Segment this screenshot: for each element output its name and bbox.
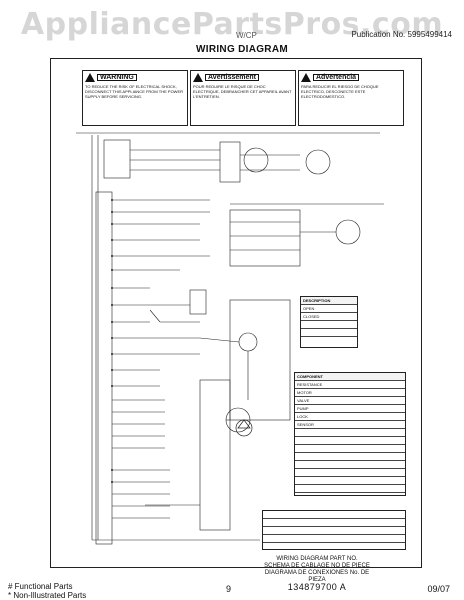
warning-icon <box>85 73 95 82</box>
warning-text: TO REDUCE THE RISK OF ELECTRICAL SHOCK, … <box>85 84 184 99</box>
footer-date: 09/07 <box>427 584 450 594</box>
warning-text: POUR REDUIRE LE RISQUE DE CHOC ELECTRIQU… <box>193 84 292 99</box>
warning-icon <box>193 73 203 82</box>
table-cell: LOCK <box>295 413 405 421</box>
part-no-label-es: DIAGRAMA DE CONEXIONES No. DE PIEZA <box>264 570 370 583</box>
resistance-table: COMPONENT RESISTANCE MOTOR VALVE PUMP LO… <box>294 372 406 496</box>
footer-note-functional: # Functional Parts <box>8 582 73 591</box>
part-number: 134879700 A <box>287 582 347 592</box>
warning-box-es: Advertencia PARA REDUCIR EL RIESGO DE CH… <box>298 70 404 126</box>
switch-legend-table: DESCRIPTION OPEN CLOSED <box>300 296 358 348</box>
part-no-label-en: WIRING DIAGRAM PART NO. <box>276 556 358 562</box>
warning-text: PARA REDUCIR EL RIESGO DE CHOQUE ELECTRI… <box>301 84 379 99</box>
part-no-label-fr: SCHEMA DE CABLAGE NO DE PIECE <box>264 563 370 569</box>
warning-icon <box>301 73 311 82</box>
wiring-diagram-part-number: WIRING DIAGRAM PART NO. SCHEMA DE CABLAG… <box>262 556 372 592</box>
table-cell: RESISTANCE <box>295 381 405 389</box>
diagram-frame <box>50 58 422 568</box>
warning-box-en: WARNING TO REDUCE THE RISK OF ELECTRICAL… <box>82 70 188 126</box>
symbol-legend <box>262 510 406 550</box>
watermark: AppliancePartsPros.com <box>20 6 444 42</box>
warning-box-fr: Avertissement POUR REDUIRE LE RISQUE DE … <box>190 70 296 126</box>
table-cell: MOTOR <box>295 389 405 397</box>
table-cell: CLOSED <box>301 313 357 321</box>
table-header: COMPONENT <box>295 373 405 381</box>
warning-label: WARNING <box>97 74 137 81</box>
table-header: DESCRIPTION <box>301 297 357 305</box>
publication-number: Publication No. 5995499414 <box>351 30 452 39</box>
table-cell: PUMP <box>295 405 405 413</box>
table-cell: VALVE <box>295 397 405 405</box>
model-code: W/CP <box>236 31 257 40</box>
footer-notes: # Functional Parts * Non-Illustrated Par… <box>8 582 86 600</box>
warning-label: Advertencia <box>313 74 360 81</box>
warning-label: Avertissement <box>205 74 259 81</box>
page-title: WIRING DIAGRAM <box>196 44 288 55</box>
table-cell: OPEN <box>301 305 357 313</box>
page-number: 9 <box>226 584 232 594</box>
footer-note-non-illustrated: * Non-Illustrated Parts <box>8 591 87 600</box>
table-cell: SENSOR <box>295 421 405 429</box>
